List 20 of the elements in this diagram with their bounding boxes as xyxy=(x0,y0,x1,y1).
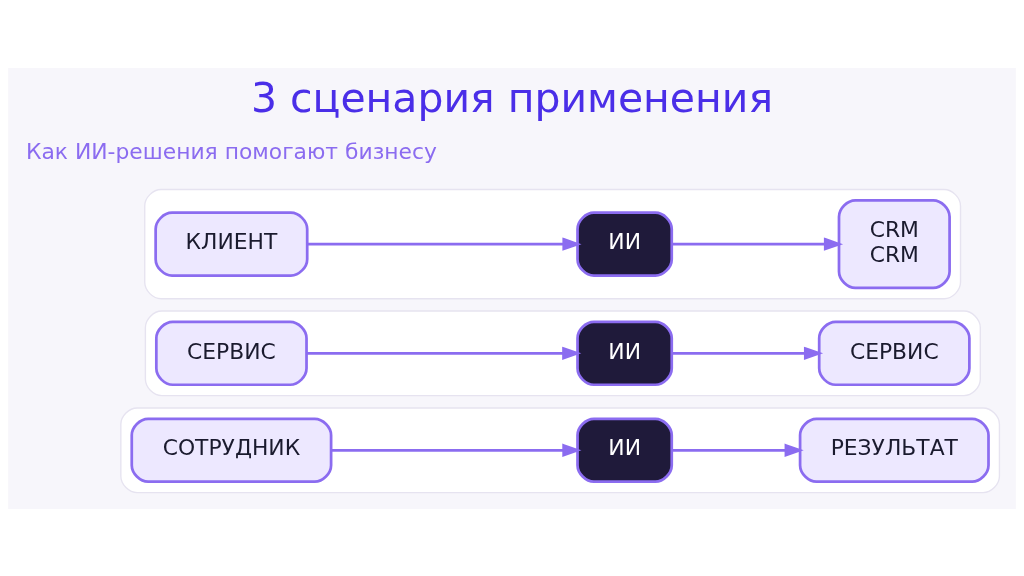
arrow xyxy=(671,346,824,360)
cluster xyxy=(144,188,962,299)
arrow xyxy=(307,236,582,251)
node-box: РЕЗУЛЬТАТ xyxy=(798,417,990,483)
arrow xyxy=(331,443,582,457)
node-box: CRM CRM xyxy=(837,198,951,289)
label: Как ИИ-решения помогают бизнесу xyxy=(25,138,437,164)
arrow xyxy=(306,346,582,360)
node-box: СЕРВИС xyxy=(817,320,971,386)
diagram-title: 3 сценария применения xyxy=(250,73,774,122)
cluster xyxy=(144,309,981,396)
arrow xyxy=(671,443,804,457)
node-box: ИИ xyxy=(576,210,674,277)
node-box: ИИ xyxy=(576,417,674,483)
node-box: СОТРУДНИК xyxy=(130,417,333,483)
node-box: СЕРВИС xyxy=(154,320,308,386)
node-box: КЛИЕНТ xyxy=(154,210,309,277)
node-box: ИИ xyxy=(576,320,674,386)
arrow xyxy=(671,236,844,251)
cluster xyxy=(120,406,1001,493)
